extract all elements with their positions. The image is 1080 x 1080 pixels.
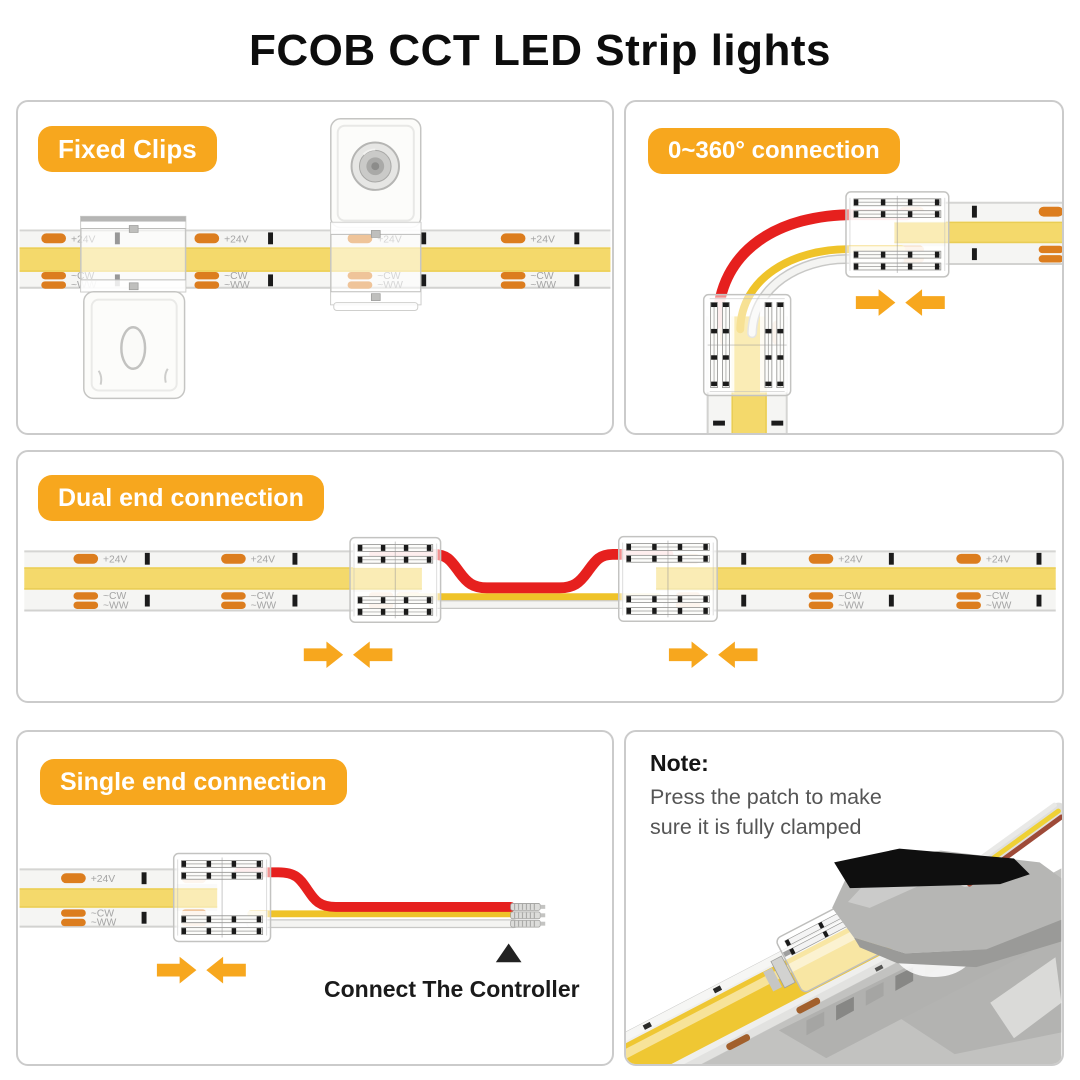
strip-label: +24V	[91, 874, 116, 885]
note-heading: Note:	[650, 750, 709, 776]
note-line-1: Press the patch to make	[650, 785, 882, 809]
note-block: Note: Press the patch to make sure it is…	[650, 750, 882, 842]
strip-label: ~CW	[224, 271, 248, 282]
wire-red	[369, 548, 674, 594]
strip-connector	[617, 535, 718, 623]
strip-label: ~WW	[91, 918, 117, 929]
strip-label: ~WW	[530, 280, 556, 291]
strip-label: ~WW	[838, 600, 864, 611]
press-arrows	[303, 641, 393, 669]
strip-connector	[172, 852, 272, 943]
strip-label: +24V	[224, 234, 249, 245]
strip-label: ~CW	[530, 271, 554, 282]
mounting-clip-left	[80, 215, 187, 400]
page-title: FCOB CCT LED Strip lights	[248, 26, 832, 75]
badge-single-end: Single end connection	[40, 759, 347, 805]
strip-label: +24V	[986, 555, 1011, 566]
strip-label: ~WW	[986, 600, 1012, 611]
strip-label: +24V	[838, 555, 863, 566]
wire-pins	[510, 903, 546, 928]
press-patch-illustration	[626, 802, 1062, 1064]
strip-label: ~CW	[986, 591, 1009, 602]
badge-dual-end: Dual end connection	[38, 475, 324, 521]
corner-connection-illustration	[702, 191, 1062, 433]
fixed-clips-illustration: +24V~CW~WW+24V~CW~WW+24V~CW~WW+24V~CW~WW	[19, 118, 611, 400]
strip-label: +24V	[103, 555, 128, 566]
strip-connector	[349, 536, 442, 624]
press-arrows	[855, 289, 945, 316]
press-tool-scene	[626, 802, 1062, 1064]
panel-dual-end: +24V~CW~WW+24V~CW~WW+24V~CW~WW+24V~CW~WW…	[16, 450, 1064, 703]
panel-single-end: +24V ~CW~WW Single end connection Connect…	[16, 730, 614, 1066]
strip-label: +24V	[251, 555, 276, 566]
mounting-clip-right	[330, 118, 422, 311]
strip-connector	[845, 191, 950, 278]
panel-fixed-clips: +24V~CW~WW+24V~CW~WW+24V~CW~WW+24V~CW~WW…	[16, 100, 614, 435]
badge-360-connection: 0~360° connection	[648, 128, 900, 174]
strip-label: ~CW	[251, 591, 274, 602]
strip-label: ~CW	[103, 591, 126, 602]
badge-fixed-clips: Fixed Clips	[38, 126, 217, 172]
wire-red	[233, 867, 516, 912]
strip-label: ~WW	[224, 280, 250, 291]
note-line-2: sure it is fully clamped	[650, 815, 862, 839]
press-arrows	[668, 641, 758, 669]
strip-connector	[702, 293, 792, 397]
strip-label: ~WW	[103, 600, 129, 611]
pointer-triangle-icon	[495, 943, 522, 963]
panel-note: Note: Press the patch to make sure it is…	[624, 730, 1064, 1066]
strip-label: ~WW	[251, 600, 277, 611]
strip-label: +24V	[530, 234, 555, 245]
strip-label: ~CW	[91, 908, 115, 919]
press-arrows	[156, 956, 246, 984]
panel-360-connection: 0~360° connection	[624, 100, 1064, 435]
controller-label: Connect The Controller	[324, 976, 580, 1002]
single-end-illustration: +24V ~CW~WW	[19, 852, 546, 984]
dual-end-illustration: +24V~CW~WW+24V~CW~WW+24V~CW~WW+24V~CW~WW	[24, 535, 1056, 669]
strip-label: ~CW	[838, 591, 861, 602]
